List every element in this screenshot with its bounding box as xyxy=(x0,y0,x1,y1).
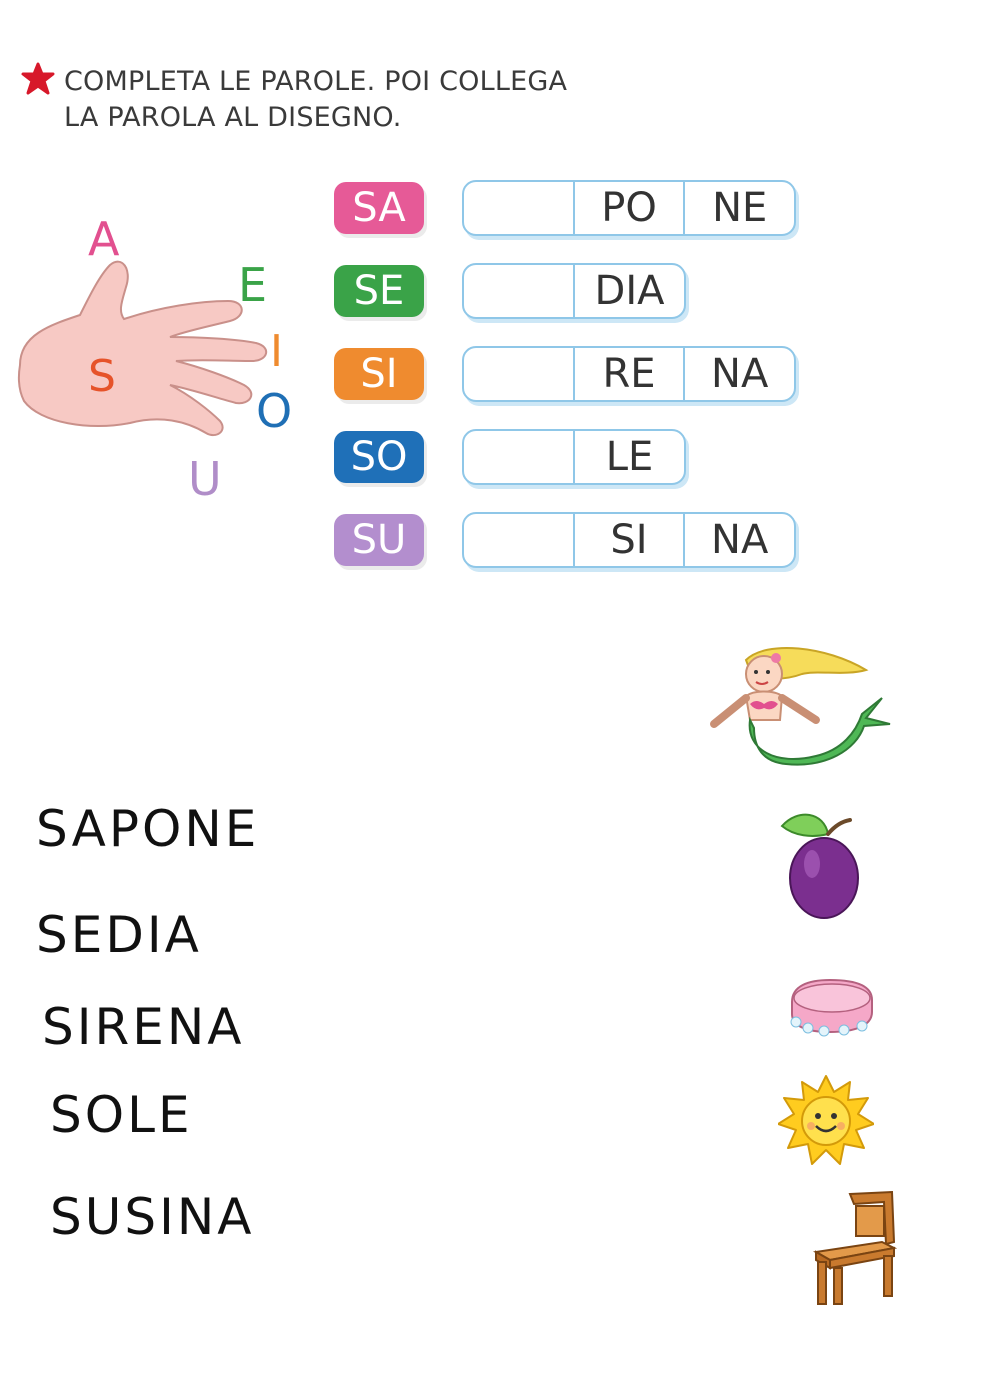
syllable-cell: NA xyxy=(683,348,794,400)
syllable-badge-si: SI xyxy=(334,348,424,400)
instruction-line-2: LA PAROLA AL DISEGNO. xyxy=(64,102,402,133)
word-box-3: RE NA xyxy=(462,346,796,402)
syllable-cell: DIA xyxy=(573,265,684,317)
syllable-cell: SI xyxy=(572,514,684,566)
syllable-cell: RE xyxy=(572,348,684,400)
soap-icon[interactable] xyxy=(784,974,878,1038)
blank-cell[interactable] xyxy=(464,182,573,234)
vowel-a: A xyxy=(88,212,120,266)
word-sapone[interactable]: SAPONE xyxy=(36,800,260,858)
star-icon xyxy=(21,62,55,95)
syllable-cell: PO xyxy=(572,182,684,234)
blank-cell[interactable] xyxy=(464,265,573,317)
syllable-badge-so: SO xyxy=(334,431,424,483)
sun-icon[interactable] xyxy=(778,1074,874,1166)
plum-icon[interactable] xyxy=(778,808,864,920)
hand-center-letter: S xyxy=(88,351,116,402)
blank-cell[interactable] xyxy=(464,514,573,566)
word-box-5: SI NA xyxy=(462,512,796,568)
syllable-cell: LE xyxy=(573,431,684,483)
instruction: COMPLETA LE PAROLE. POI COLLEGA LA PAROL… xyxy=(64,64,567,136)
vowel-o: O xyxy=(256,384,293,438)
vowel-e: E xyxy=(238,258,268,312)
syllable-badge-se: SE xyxy=(334,265,424,317)
blank-cell[interactable] xyxy=(464,348,573,400)
word-sirena[interactable]: SIRENA xyxy=(42,998,245,1056)
syllable-badge-su: SU xyxy=(334,514,424,566)
word-susina[interactable]: SUSINA xyxy=(50,1188,255,1246)
instruction-line-1: COMPLETA LE PAROLE. POI COLLEGA xyxy=(64,66,568,97)
hand-icon xyxy=(17,260,267,437)
syllable-badge-sa: SA xyxy=(334,182,424,234)
blank-cell[interactable] xyxy=(464,431,573,483)
word-box-2: DIA xyxy=(462,263,686,319)
mermaid-icon[interactable] xyxy=(706,640,892,768)
vowel-i: I xyxy=(270,326,283,377)
syllable-cell: NE xyxy=(683,182,794,234)
word-sole[interactable]: SOLE xyxy=(50,1086,193,1144)
chair-icon[interactable] xyxy=(812,1190,898,1306)
syllable-cell: NA xyxy=(683,514,794,566)
word-box-1: PO NE xyxy=(462,180,796,236)
word-box-4: LE xyxy=(462,429,686,485)
word-sedia[interactable]: SEDIA xyxy=(36,906,202,964)
vowel-u: U xyxy=(188,452,222,506)
